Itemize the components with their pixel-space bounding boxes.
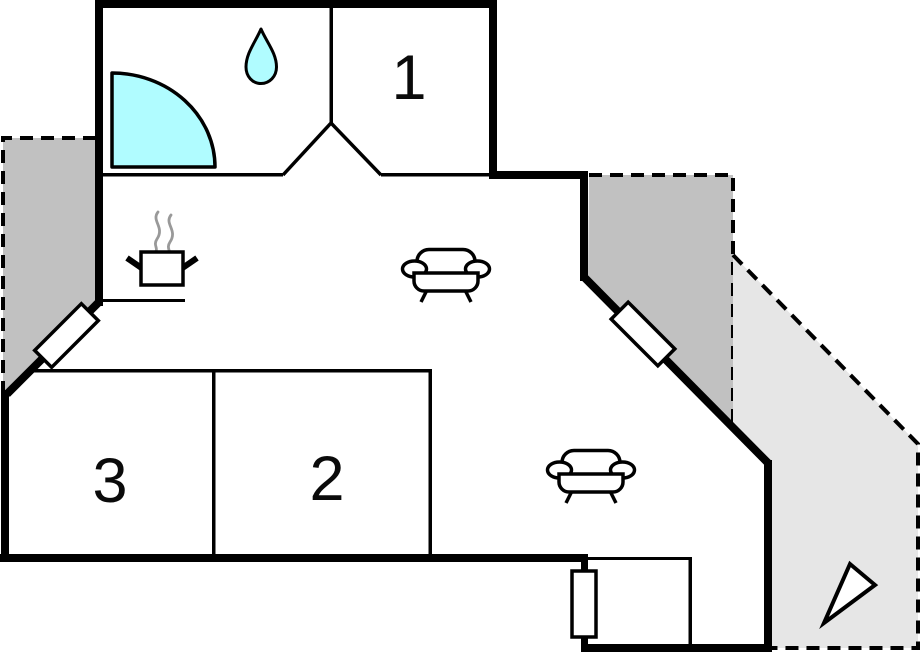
doorway-notch-left: [281, 121, 333, 177]
exterior-walls: [0, 0, 772, 652]
wall-room3-room2-partition: [212, 369, 216, 558]
room-labels: 1 2 3: [92, 43, 426, 516]
wall-south-annex: [581, 644, 772, 652]
terraces: [1, 136, 920, 650]
wall-east-upper: [580, 171, 588, 281]
wall-bathroom-room1-partition: [329, 0, 333, 124]
terrace-west: [3, 138, 95, 394]
wall-bathroom-south: [103, 173, 283, 177]
window-icon-southeast: [608, 299, 678, 369]
window-icon-southwest: [32, 301, 101, 370]
wall-bedrooms-north: [34, 369, 432, 373]
window-icon-annex: [570, 569, 598, 639]
wall-southeast-diagonal: [581, 274, 772, 467]
kitchen-counter-line: [103, 299, 185, 302]
wall-room1-south: [381, 173, 489, 177]
windows: [32, 299, 678, 639]
terrace-east-light: [733, 255, 918, 648]
terrace-east-dashed-border: [731, 253, 920, 650]
wall-west-lower: [1, 390, 9, 558]
steam-line-left: [154, 210, 161, 253]
wall-annex-north-thin: [588, 557, 691, 560]
wall-north: [95, 0, 497, 8]
wall-room2-east: [428, 369, 432, 558]
wall-south-main: [0, 554, 588, 562]
room-label-3: 3: [92, 446, 127, 516]
sofa-top-view-icon-upper: [400, 247, 492, 304]
doorway-notch-right: [329, 121, 383, 177]
room-label-1: 1: [391, 43, 426, 113]
sofa-top-view-icon-lower: [545, 448, 637, 505]
wall-annex-stub-bottom: [581, 634, 588, 647]
wall-east-lower: [764, 460, 772, 652]
steam-line-right: [167, 213, 174, 256]
wall-west-upper: [95, 0, 103, 306]
wall-north-east-segment: [489, 171, 587, 179]
stove-pot-icon: [125, 210, 199, 287]
door-swing-icon: [110, 71, 217, 169]
interior-walls: [34, 0, 692, 648]
room-label-2: 2: [309, 444, 344, 514]
water-drop-icon: [244, 27, 278, 85]
bathroom-symbols: [110, 27, 278, 169]
wall-annex-stub-top: [581, 558, 588, 574]
north-arrow-icon: [819, 560, 879, 630]
terrace-west-dashed-border: [1, 136, 95, 394]
wall-annex-east-thin: [688, 557, 692, 648]
wall-room1-east: [489, 0, 497, 179]
pot-body: [139, 250, 185, 287]
terrace-southeast-dashed-border: [589, 173, 735, 424]
terrace-southeast: [588, 175, 733, 424]
